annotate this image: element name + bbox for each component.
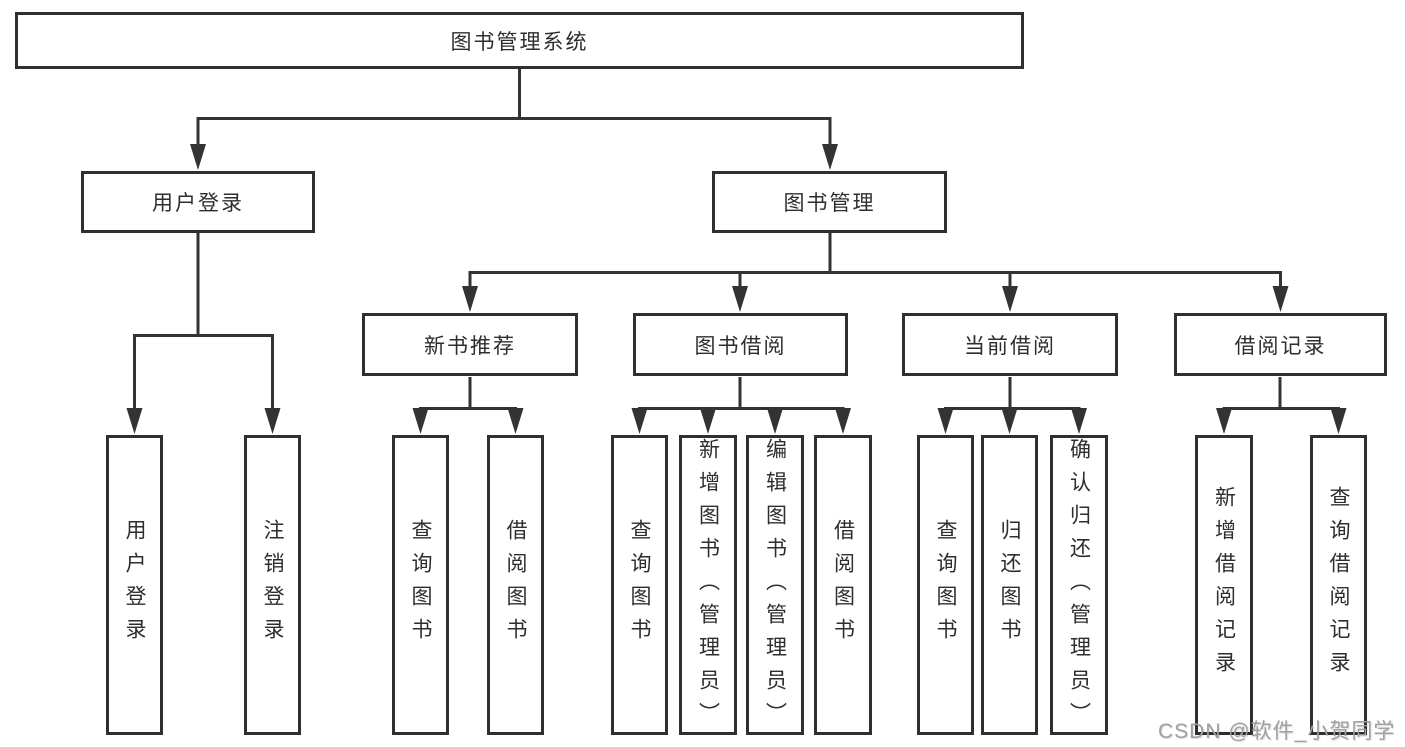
node-new-book-recommend: 新书推荐 bbox=[362, 313, 578, 376]
node-borrow-records: 借阅记录 bbox=[1174, 313, 1387, 376]
node-book-management: 图书管理 bbox=[712, 171, 947, 233]
leaf-add-book-admin: 新增图书（管理员） bbox=[679, 435, 737, 735]
leaf-query-borrow-record: 查询借阅记录 bbox=[1310, 435, 1367, 735]
leaf-borrow-books-recommend: 借阅图书 bbox=[487, 435, 544, 735]
connector-arrowheads bbox=[126, 144, 1347, 434]
leaf-query-books-current: 查询图书 bbox=[917, 435, 974, 735]
leaf-query-books-recommend: 查询图书 bbox=[392, 435, 449, 735]
leaf-return-book: 归还图书 bbox=[981, 435, 1038, 735]
node-book-borrowing: 图书借阅 bbox=[633, 313, 848, 376]
leaf-borrow-books: 借阅图书 bbox=[814, 435, 872, 735]
leaf-query-books-borrowing: 查询图书 bbox=[611, 435, 668, 735]
leaf-add-borrow-record: 新增借阅记录 bbox=[1195, 435, 1253, 735]
node-user-login-group: 用户登录 bbox=[81, 171, 315, 233]
node-root: 图书管理系统 bbox=[15, 12, 1024, 69]
leaf-logout: 注销登录 bbox=[244, 435, 301, 735]
leaf-edit-book-admin: 编辑图书（管理员） bbox=[746, 435, 804, 735]
connector-lines bbox=[133, 69, 1340, 414]
leaf-confirm-return-admin: 确认归还（管理员） bbox=[1050, 435, 1108, 735]
node-current-borrowing: 当前借阅 bbox=[902, 313, 1118, 376]
leaf-user-login: 用户登录 bbox=[106, 435, 163, 735]
